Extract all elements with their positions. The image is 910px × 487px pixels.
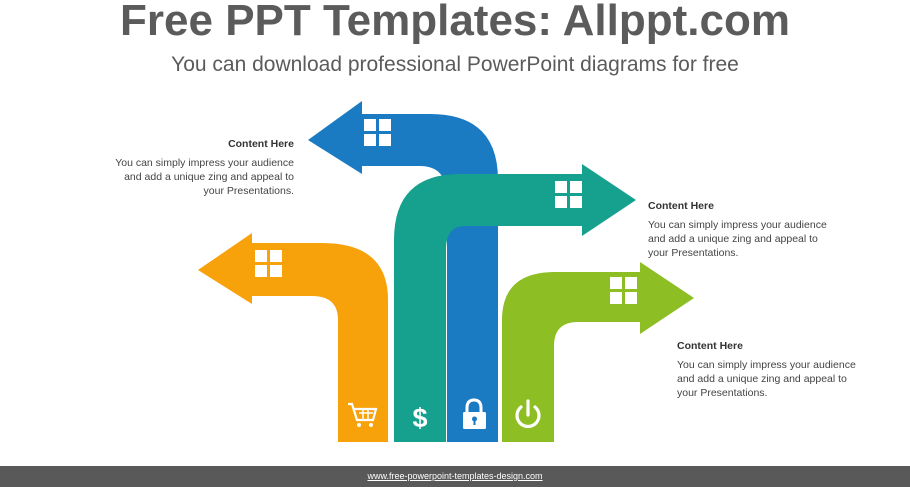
- window-icon: [555, 181, 582, 208]
- arrow-green: [502, 262, 694, 442]
- cart-icon: [348, 402, 378, 427]
- footer-link[interactable]: www.free-powerpoint-templates-design.com: [367, 471, 543, 481]
- content-line: and add a unique zing and appeal to: [124, 171, 294, 183]
- content-line: and add a unique zing and appeal to: [677, 373, 847, 385]
- arrow-orange: [198, 233, 388, 442]
- content-line: your Presentations.: [648, 247, 739, 259]
- footer-bar: www.free-powerpoint-templates-design.com: [0, 466, 910, 487]
- content-line: You can simply impress your audience: [115, 157, 294, 169]
- window-icon: [255, 250, 282, 277]
- content-heading: Content Here: [228, 138, 294, 150]
- content-line: You can simply impress your audience: [648, 219, 827, 231]
- dollar-icon: $: [412, 403, 427, 433]
- content-line: You can simply impress your audience: [677, 359, 856, 371]
- lock-icon: [463, 398, 486, 429]
- window-icon: [364, 119, 391, 146]
- power-icon: [515, 399, 541, 429]
- content-block-1: Content Here You can simply impress your…: [100, 137, 294, 198]
- content-line: your Presentations.: [677, 387, 768, 399]
- content-line: your Presentations.: [203, 185, 294, 197]
- content-block-2: Content Here You can simply impress your…: [648, 199, 848, 260]
- window-icon: [610, 277, 637, 304]
- page-subtitle: You can download professional PowerPoint…: [171, 53, 739, 76]
- arrow-teal: [394, 164, 636, 442]
- content-block-3: Content Here You can simply impress your…: [677, 339, 877, 400]
- content-heading: Content Here: [648, 200, 714, 212]
- page-title: Free PPT Templates: Allppt.com: [120, 0, 790, 45]
- content-heading: Content Here: [677, 340, 743, 352]
- content-line: and add a unique zing and appeal to: [648, 233, 818, 245]
